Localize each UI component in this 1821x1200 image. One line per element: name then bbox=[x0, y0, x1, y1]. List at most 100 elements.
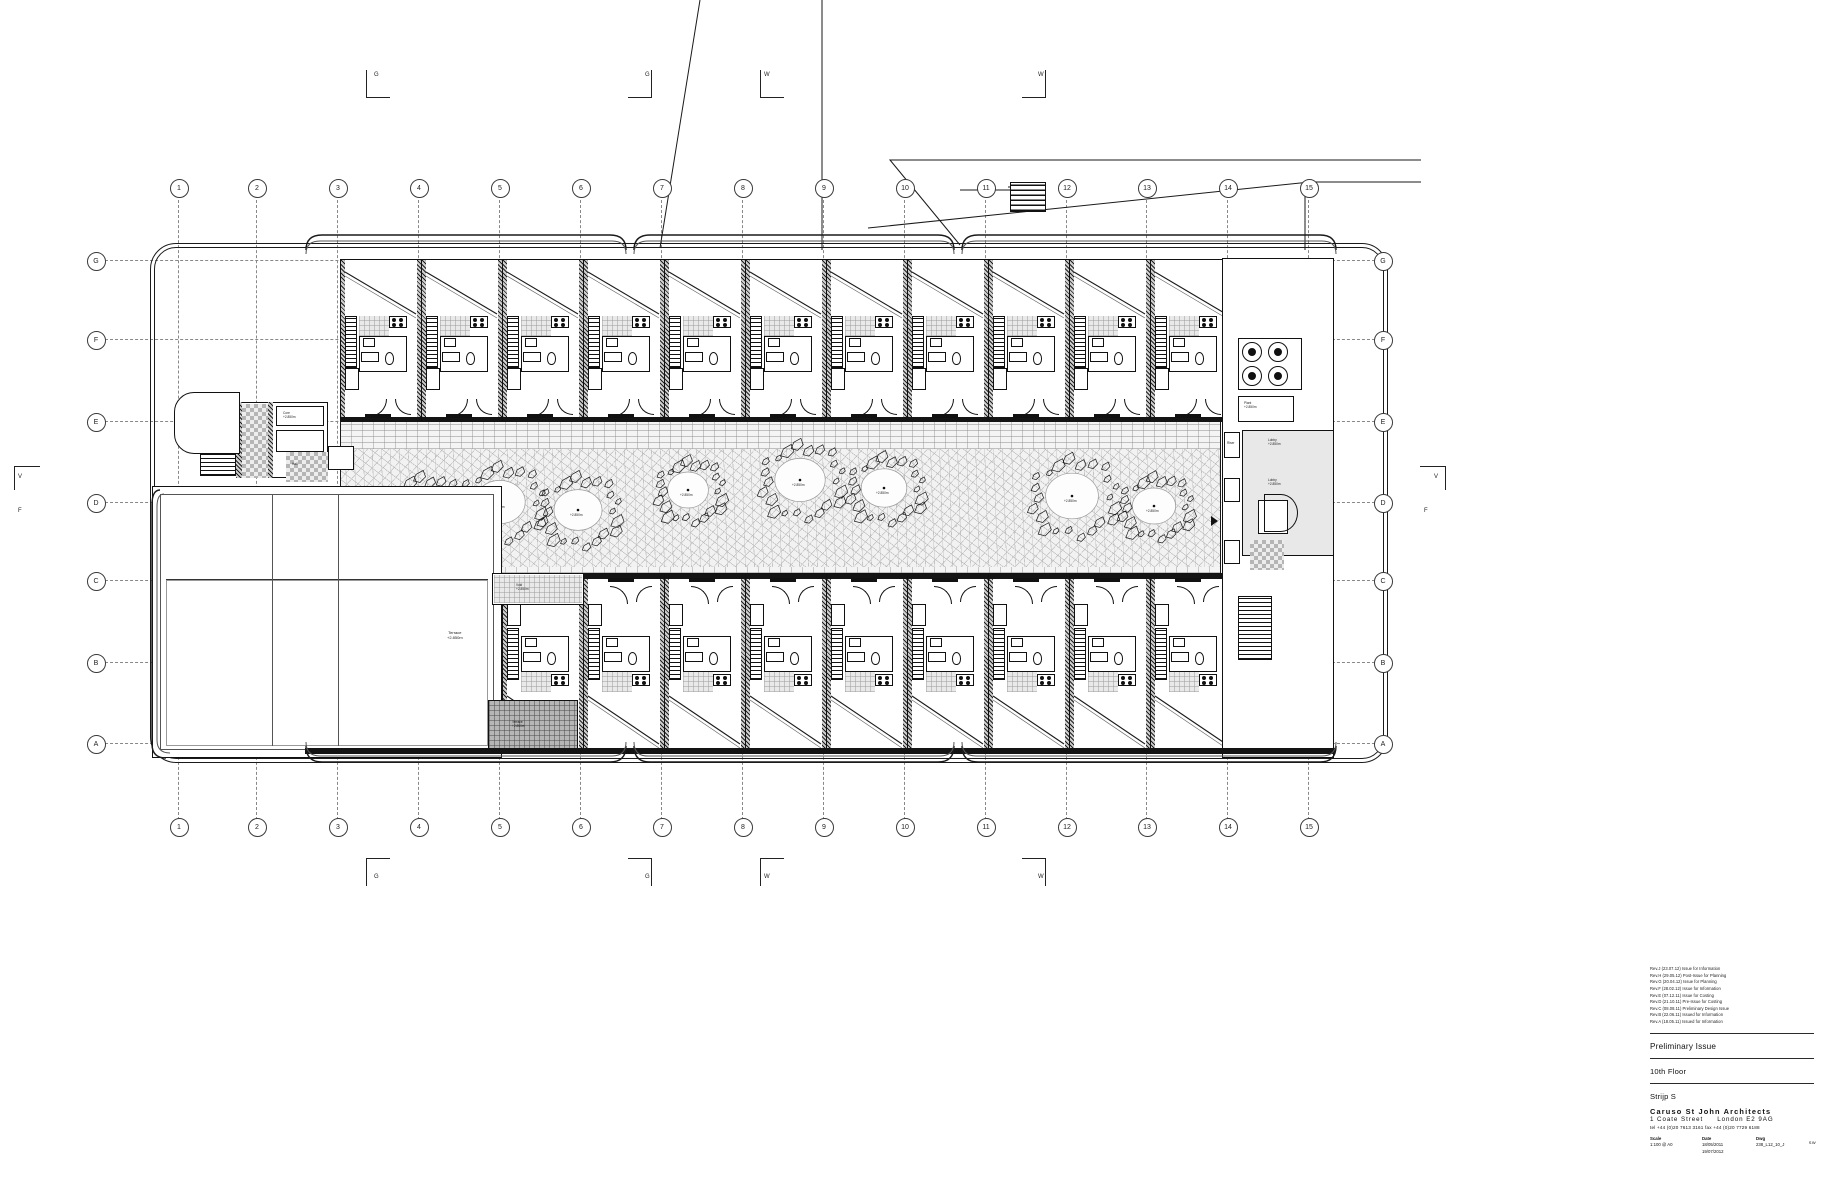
practice-address-street: 1 Coate Street bbox=[1650, 1115, 1704, 1123]
room-label-riser-east-name: Riser bbox=[1227, 441, 1235, 445]
grid-bubble-bottom-13[interactable]: 13 bbox=[1137, 817, 1157, 837]
grid-bubble-top-11[interactable]: 11 bbox=[976, 178, 996, 198]
party-wall-left bbox=[665, 260, 669, 422]
tree-canopy bbox=[526, 464, 630, 556]
room-label-lobby-east: Lobby +2.850m bbox=[1268, 438, 1281, 446]
room-label-west-corridor: Void +2.850m bbox=[516, 583, 529, 591]
grid-bubble-bottom-7[interactable]: 7 bbox=[652, 817, 672, 837]
grid-bubble-top-8[interactable]: 8 bbox=[733, 178, 753, 198]
hob-burner-3-icon bbox=[716, 681, 720, 685]
grid-bubble-top-3[interactable]: 3 bbox=[328, 178, 348, 198]
section-mark-left-mid-label: V bbox=[18, 474, 23, 480]
grid-bubble-top-1[interactable]: 1 bbox=[169, 178, 189, 198]
hob-burner-4-icon bbox=[723, 323, 727, 327]
grid-bubble-bottom-9[interactable]: 9 bbox=[814, 817, 834, 837]
grid-bubble-top-13[interactable]: 13 bbox=[1137, 178, 1157, 198]
south-facade-wall bbox=[305, 748, 1335, 754]
unit-threshold bbox=[1013, 578, 1039, 582]
party-wall-left bbox=[908, 260, 912, 422]
fan-hub-2-icon bbox=[1274, 348, 1282, 356]
grid-bubble-left-C[interactable]: C bbox=[86, 571, 106, 591]
grid-bubble-left-E[interactable]: E bbox=[86, 412, 106, 432]
southwest-patch-label: Terrace +2.850m bbox=[512, 720, 525, 728]
grid-bubble-left-G[interactable]: G bbox=[86, 251, 106, 271]
grid-bubble-bottom-12[interactable]: 12 bbox=[1057, 817, 1077, 837]
bath-tub bbox=[928, 352, 946, 362]
unit-internal-stair bbox=[993, 628, 1005, 680]
grid-bubble-top-10[interactable]: 10 bbox=[895, 178, 915, 198]
grid-bubble-bottom-10[interactable]: 10 bbox=[895, 817, 915, 837]
unit-courtyard-wall bbox=[1151, 574, 1232, 579]
grid-bubble-bottom-6[interactable]: 6 bbox=[571, 817, 591, 837]
grid-bubble-right-B[interactable]: B bbox=[1373, 653, 1393, 673]
grid-bubble-top-4[interactable]: 4 bbox=[409, 178, 429, 198]
grid-bubble-top-2[interactable]: 2 bbox=[247, 178, 267, 198]
apartment-unit-south bbox=[583, 573, 665, 750]
unit-threshold bbox=[446, 414, 472, 418]
grid-bubble-left-B[interactable]: B bbox=[86, 653, 106, 673]
revision-entry: Rev.E (07.12.11) Issue for Costing bbox=[1650, 992, 1714, 998]
grid-bubble-right-A[interactable]: A bbox=[1373, 734, 1393, 754]
grid-bubble-bottom-2[interactable]: 2 bbox=[247, 817, 267, 837]
grid-bubble-bottom-14[interactable]: 14 bbox=[1218, 817, 1238, 837]
party-wall-right bbox=[660, 574, 664, 750]
east-stair bbox=[1238, 596, 1272, 660]
grid-bubble-bottom-5[interactable]: 5 bbox=[490, 817, 510, 837]
hob-burner-3-icon bbox=[878, 323, 882, 327]
grid-bubble-top-9[interactable]: 9 bbox=[814, 178, 834, 198]
hob-burner-2-icon bbox=[804, 676, 808, 680]
wc-pan-icon bbox=[628, 652, 637, 665]
grid-bubble-top-14[interactable]: 14 bbox=[1218, 178, 1238, 198]
grid-bubble-right-D[interactable]: D bbox=[1373, 493, 1393, 513]
grid-bubble-right-E[interactable]: E bbox=[1373, 412, 1393, 432]
grid-bubble-bottom-1[interactable]: 1 bbox=[169, 817, 189, 837]
grid-bubble-bottom-11[interactable]: 11 bbox=[976, 817, 996, 837]
sink-basin bbox=[606, 638, 618, 647]
hob-burner-1-icon bbox=[473, 318, 477, 322]
west-core-wall-right bbox=[268, 402, 273, 478]
room-label-terrace-name: Terrace bbox=[448, 630, 462, 635]
grid-bubble-bottom-15[interactable]: 15 bbox=[1299, 817, 1319, 837]
crop-mark-bottom-mid-b bbox=[760, 858, 784, 886]
unit-courtyard-wall bbox=[989, 417, 1070, 422]
apartment-unit-north bbox=[988, 259, 1070, 422]
apartment-unit-north bbox=[1150, 259, 1232, 422]
unit-kitchen-floor bbox=[1169, 316, 1199, 336]
grid-bubble-top-15[interactable]: 15 bbox=[1299, 178, 1319, 198]
crop-mark-left-mid bbox=[14, 466, 40, 490]
party-wall-right bbox=[498, 260, 502, 422]
grid-bubble-right-G[interactable]: G bbox=[1373, 251, 1393, 271]
unit-storage bbox=[831, 368, 845, 390]
unit-courtyard-wall bbox=[665, 574, 746, 579]
grid-bubble-top-7[interactable]: 7 bbox=[652, 178, 672, 198]
sink-basin bbox=[1092, 638, 1104, 647]
crop-mark-right-mid bbox=[1420, 466, 1446, 490]
practice-contact: tel +44 (0)20 7613 3161 fax +44 (0)20 77… bbox=[1650, 1124, 1760, 1130]
west-core-room-1 bbox=[276, 406, 324, 426]
grid-bubble-right-C[interactable]: C bbox=[1373, 571, 1393, 591]
grid-bubble-left-D[interactable]: D bbox=[86, 493, 106, 513]
title-block-rule-1 bbox=[1650, 1032, 1814, 1034]
unit-courtyard-wall bbox=[341, 417, 422, 422]
grid-bubble-left-A[interactable]: A bbox=[86, 734, 106, 754]
party-wall-right bbox=[822, 260, 826, 422]
unit-courtyard-wall bbox=[746, 574, 827, 579]
grid-bubble-bottom-8[interactable]: 8 bbox=[733, 817, 753, 837]
unit-internal-stair bbox=[669, 628, 681, 680]
hob-burner-1-icon bbox=[1202, 676, 1206, 680]
sink-basin bbox=[768, 638, 780, 647]
unit-kitchen-floor bbox=[683, 316, 713, 336]
grid-bubble-right-F[interactable]: F bbox=[1373, 330, 1393, 350]
grid-bubble-top-6[interactable]: 6 bbox=[571, 178, 591, 198]
apartment-unit-north bbox=[745, 259, 827, 422]
grid-bubble-top-5[interactable]: 5 bbox=[490, 178, 510, 198]
wc-pan-icon bbox=[790, 352, 799, 365]
unit-kitchen-floor bbox=[764, 316, 794, 336]
tree-level-label: +2.850m bbox=[792, 483, 805, 487]
party-wall-left bbox=[665, 574, 669, 750]
grid-bubble-bottom-4[interactable]: 4 bbox=[409, 817, 429, 837]
grid-bubble-bottom-3[interactable]: 3 bbox=[328, 817, 348, 837]
grid-bubble-top-12[interactable]: 12 bbox=[1057, 178, 1077, 198]
wc-pan-icon bbox=[1033, 652, 1042, 665]
grid-bubble-left-F[interactable]: F bbox=[86, 330, 106, 350]
